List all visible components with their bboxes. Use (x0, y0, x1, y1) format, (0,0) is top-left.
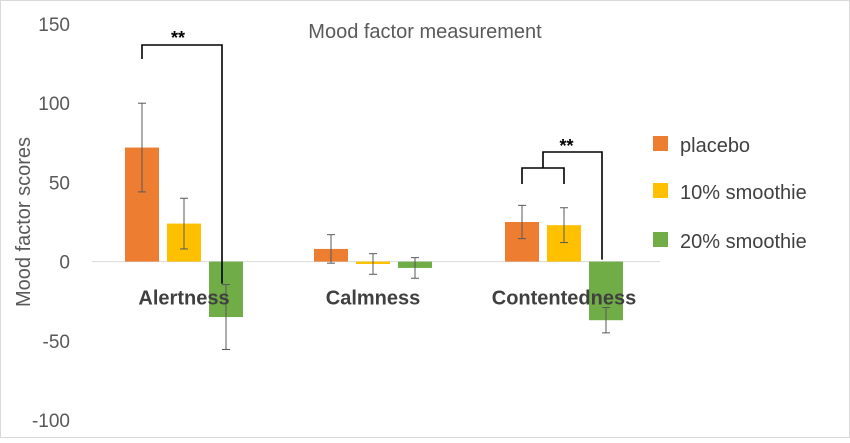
category-label-calmness: Calmness (326, 288, 421, 310)
significance-brackets: ** ** (141, 28, 603, 284)
legend-swatch-placebo (653, 136, 668, 151)
y-tick-label: 100 (38, 94, 70, 115)
category-labels: Alertness Calmness Contentedness (138, 288, 636, 310)
y-tick-label: 150 (38, 15, 70, 36)
legend-label: 20% smoothie (680, 231, 807, 253)
y-axis-label: Mood factor scores (13, 137, 35, 307)
error-bars-group (138, 102, 610, 351)
category-label-alertness: Alertness (138, 288, 229, 310)
category-label-contentedness: Contentedness (492, 288, 636, 310)
legend-swatch-10-smoothie (653, 183, 668, 198)
significance-bracket-contentedness (542, 151, 603, 260)
legend: placebo 10% smoothie 20% smoothie (653, 135, 807, 253)
significance-label-contentedness: ** (559, 136, 573, 156)
legend-swatch-20-smoothie (653, 232, 668, 247)
y-tick-label: -100 (32, 411, 70, 432)
y-tick-label: -50 (43, 332, 70, 353)
legend-label: placebo (680, 135, 750, 157)
legend-label: 10% smoothie (680, 182, 807, 204)
significance-bracket-alertness (141, 44, 223, 284)
significance-label-alertness: ** (171, 28, 185, 48)
y-axis-ticks: -100 -50 0 50 100 150 (32, 15, 70, 432)
chart-title: Mood factor measurement (308, 21, 542, 43)
y-tick-label: 0 (59, 253, 70, 274)
y-tick-label: 50 (49, 173, 70, 194)
